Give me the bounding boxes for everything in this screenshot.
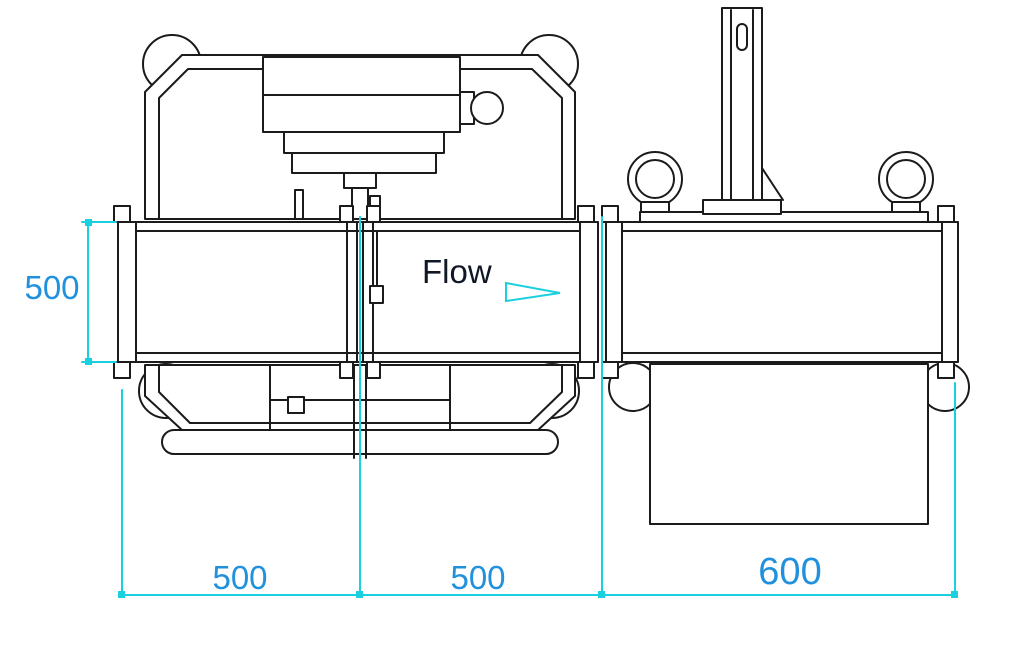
bottom-dimension-right-label: 600	[758, 551, 821, 593]
left-module-drawing	[113, 34, 599, 459]
bottom-dimension-left-label: 500	[212, 559, 267, 596]
flange-tabs-left-module	[113, 205, 595, 379]
right-module-drawing	[601, 7, 970, 525]
flow-label: Flow	[422, 253, 492, 290]
duct-left	[117, 221, 599, 363]
duct-right	[605, 221, 959, 363]
bottom-dimension-middle-label: 500	[450, 559, 505, 596]
dimension-annotations: 500 500 500 600	[24, 216, 958, 598]
height-dimension-label: 500	[24, 269, 79, 306]
top-cover-strip	[639, 211, 929, 223]
motor-housing	[262, 56, 504, 220]
flow-annotation: Flow	[422, 253, 561, 303]
bottom-box	[649, 363, 929, 525]
mast	[702, 7, 784, 215]
flange-tabs-right-module	[601, 205, 955, 379]
flow-arrow-icon	[505, 281, 561, 303]
